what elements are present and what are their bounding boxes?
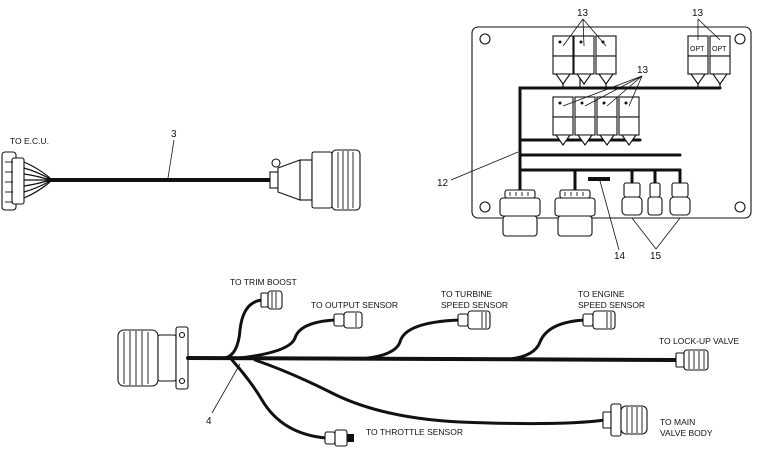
lockup-valve-connector (675, 349, 709, 371)
throttle-sensor-connector (324, 429, 354, 447)
label-to-output-sensor: TO OUTPUT SENSOR (311, 300, 398, 310)
relay-panel: OPT OPT (437, 8, 752, 262)
panel-large-connector-right (554, 189, 596, 237)
ecu-connector (1, 151, 51, 211)
output-sensor-connector (333, 311, 363, 329)
label-to-engine-line1: TO ENGINE (578, 289, 625, 299)
main-harness-connector (117, 326, 189, 390)
callout-14: 14 (614, 251, 626, 262)
callout-13: 13 (577, 8, 589, 19)
label-to-throttle-sensor: TO THROTTLE SENSOR (366, 427, 463, 437)
panel-large-connector-left (499, 189, 541, 237)
panel-small-connectors (621, 182, 691, 216)
label-to-ecu: TO E.C.U. (10, 136, 49, 146)
turbine-speed-sensor-connector (457, 310, 491, 330)
label-to-engine-line2: SPEED SENSOR (578, 300, 645, 310)
mount-hole (479, 33, 491, 45)
engine-speed-sensor-connector (582, 310, 616, 330)
callout-4: 4 (206, 416, 212, 427)
relay-opt-label: OPT (712, 46, 727, 53)
label-to-trim-boost: TO TRIM BOOST (230, 277, 297, 287)
callout-13: 13 (692, 8, 704, 19)
label-to-main-line2: VALVE BODY (660, 428, 713, 438)
label-to-lockup-valve: TO LOCK-UP VALVE (659, 336, 739, 346)
mount-hole (734, 33, 746, 45)
callout-3: 3 (171, 129, 177, 140)
fuse-strip (588, 177, 610, 181)
relay-group-optional: OPT OPT (687, 35, 731, 85)
callout-13: 13 (637, 65, 649, 76)
relay-opt-label: OPT (690, 46, 705, 53)
ecu-harness: TO E.C.U. 3 (1, 129, 361, 211)
mount-hole (479, 201, 491, 213)
harness-round-connector (269, 149, 361, 211)
relay-group-middle (552, 96, 640, 146)
label-to-main-line1: TO MAIN (660, 417, 695, 427)
label-to-turbine-line2: SPEED SENSOR (441, 300, 508, 310)
callout-15: 15 (650, 251, 662, 262)
label-to-turbine-line1: TO TURBINE (441, 289, 492, 299)
transmission-harness: TO TRIM BOOST TO OUTPUT SENSOR TO TURBIN… (117, 277, 739, 447)
relay-group-top-left (552, 35, 617, 85)
main-valve-body-connector (602, 403, 648, 437)
callout-12: 12 (437, 178, 449, 189)
mount-hole (734, 201, 746, 213)
trim-boost-connector (260, 290, 283, 310)
